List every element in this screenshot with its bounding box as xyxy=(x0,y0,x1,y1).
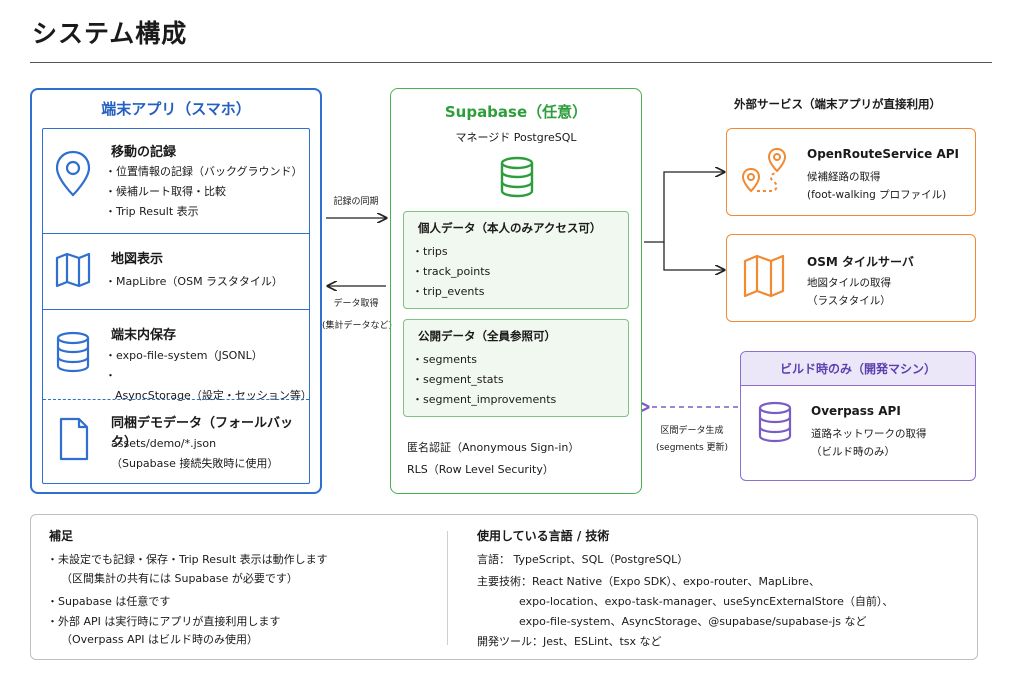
fetch-arrow-sublabel: (集計データなど) xyxy=(322,321,393,331)
database-icon xyxy=(500,156,534,198)
personal-data-heading: 個人データ（本人のみアクセス可） xyxy=(418,221,602,235)
list-item: AsyncStorage（設定・セッション等） xyxy=(115,366,312,406)
supabase-subtitle: マネージド PostgreSQL xyxy=(455,131,577,144)
osm-tile-server-box: OSM タイルサーバ 地図タイルの取得 （ラスタタイル） xyxy=(726,234,976,322)
build-arrow-label: 区間データ生成 xyxy=(660,426,724,436)
notes-panel: 補足 ・未設定でも記録・保存・Trip Result 表示は動作します （区間集… xyxy=(30,514,978,660)
section-heading: 端末内保存 xyxy=(111,328,177,343)
tech-main: 主要技術：React Native（Expo SDK）、expo-router、… xyxy=(477,575,820,588)
build-time-panel: ビルド時のみ（開発マシン） Overpass API 道路ネットワークの取得 （… xyxy=(740,351,976,481)
notes-title: 補足 xyxy=(49,529,74,543)
service-desc: (foot-walking プロファイル) xyxy=(807,189,947,201)
notes-divider xyxy=(447,531,448,645)
tech-main: expo-file-system、AsyncStorage、@supabase/… xyxy=(519,615,867,628)
title-divider xyxy=(30,62,992,63)
demo-path: assets/demo/*.json xyxy=(111,437,217,450)
map-icon xyxy=(743,254,785,298)
file-icon xyxy=(59,417,89,461)
database-icon xyxy=(56,331,90,373)
overpass-name: Overpass API xyxy=(811,404,901,418)
external-services-title: 外部サービス（端末アプリが直接利用） xyxy=(734,97,941,111)
section-storage: 端末内保存 expo-file-system（JSONL） AsyncStora… xyxy=(43,310,312,402)
list-item: track_points xyxy=(422,262,490,282)
device-app-sections: 移動の記録 位置情報の記録（バックグラウンド） 候補ルート取得・比較 Trip … xyxy=(42,128,312,484)
build-time-title: ビルド時のみ（開発マシン） xyxy=(741,352,975,386)
list-item: trips xyxy=(422,242,490,262)
public-data-list: segments segment_stats segment_improveme… xyxy=(422,350,556,410)
section-divider xyxy=(43,309,309,310)
map-icon xyxy=(55,252,91,288)
section-map: 地図表示 MapLibre（OSM ラスタタイル） xyxy=(43,234,309,308)
device-app-panel: 端末アプリ（スマホ） 移動の記録 位置情報の記録（バックグラウンド） 候補ルート… xyxy=(30,88,322,494)
list-item: segments xyxy=(422,350,556,370)
section-divider xyxy=(43,233,309,234)
page-title: システム構成 xyxy=(32,19,188,48)
rls-text: RLS（Row Level Security） xyxy=(407,463,554,476)
supabase-title: Supabase（任意） xyxy=(444,103,588,121)
sync-arrow-label: 記録の同期 xyxy=(333,197,379,207)
build-arrow-sublabel: (segments 更新) xyxy=(655,443,729,453)
service-desc: 候補経路の取得 xyxy=(807,171,881,183)
section-heading: 移動の記録 xyxy=(111,145,177,160)
overpass-desc: （ビルド時のみ） xyxy=(811,446,895,458)
build-arrow xyxy=(642,398,738,418)
service-name: OpenRouteService API xyxy=(807,147,959,161)
service-desc: （ラスタタイル） xyxy=(807,295,891,307)
location-pin-icon xyxy=(55,150,91,197)
anonymous-auth-text: 匿名認証（Anonymous Sign-in） xyxy=(407,441,580,454)
section-list: MapLibre（OSM ラスタタイル） xyxy=(115,272,283,292)
section-heading: 地図表示 xyxy=(111,252,164,267)
list-item: 位置情報の記録（バックグラウンド） xyxy=(115,162,303,182)
section-divider xyxy=(43,399,309,400)
service-desc: 地図タイルの取得 xyxy=(807,277,891,289)
section-list: 位置情報の記録（バックグラウンド） 候補ルート取得・比較 Trip Result… xyxy=(115,162,303,222)
section-list: expo-file-system（JSONL） AsyncStorage（設定・… xyxy=(115,346,312,406)
tech-main: expo-location、expo-task-manager、useSyncE… xyxy=(519,595,894,608)
personal-data-list: trips track_points trip_events xyxy=(422,242,490,302)
route-icon xyxy=(741,147,787,193)
note-line: （Overpass API はビルド時のみ使用） xyxy=(61,633,259,646)
device-app-title: 端末アプリ（スマホ） xyxy=(101,100,251,118)
app-supabase-arrows xyxy=(326,200,390,300)
section-heading: 同梱デモデータ（フォールバック） xyxy=(111,416,294,450)
list-item: segment_stats xyxy=(422,370,556,390)
tech-title: 使用している言語 / 技術 xyxy=(477,529,610,543)
overpass-desc: 道路ネットワークの取得 xyxy=(811,428,927,440)
list-item: MapLibre（OSM ラスタタイル） xyxy=(115,272,283,292)
supabase-panel: Supabase（任意） マネージド PostgreSQL 個人データ（本人のみ… xyxy=(390,88,642,494)
note-line: （区間集計の共有には Supabase が必要です） xyxy=(61,572,298,585)
external-arrows xyxy=(644,160,732,280)
list-item: expo-file-system（JSONL） xyxy=(115,346,309,366)
tech-tools: 開発ツール：Jest、ESLint、tsx など xyxy=(477,635,662,648)
list-item: trip_events xyxy=(422,282,490,302)
note-line: ・外部 API は実行時にアプリが直接利用します xyxy=(47,615,281,628)
public-data-heading: 公開データ（全員参照可） xyxy=(418,329,556,343)
section-recording: 移動の記録 位置情報の記録（バックグラウンド） 候補ルート取得・比較 Trip … xyxy=(43,129,309,231)
list-item: Trip Result 表示 xyxy=(115,202,303,222)
note-line: ・未設定でも記録・保存・Trip Result 表示は動作します xyxy=(47,553,328,566)
list-item: 候補ルート取得・比較 xyxy=(115,182,303,202)
fetch-arrow-label: データ取得 xyxy=(333,299,379,309)
tech-language: 言語： TypeScript、SQL（PostgreSQL） xyxy=(477,553,689,566)
database-icon xyxy=(758,401,792,443)
list-item: segment_improvements xyxy=(422,390,556,410)
openrouteservice-box: OpenRouteService API 候補経路の取得 (foot-walki… xyxy=(726,128,976,216)
section-demo-data: 同梱デモデータ（フォールバック） assets/demo/*.json （Sup… xyxy=(43,400,309,484)
personal-data-box: 個人データ（本人のみアクセス可） trips track_points trip… xyxy=(403,211,629,309)
note-line: ・Supabase は任意です xyxy=(47,595,171,608)
public-data-box: 公開データ（全員参照可） segments segment_stats segm… xyxy=(403,319,629,417)
service-name: OSM タイルサーバ xyxy=(807,255,914,269)
demo-note: （Supabase 接続失敗時に使用） xyxy=(111,457,279,470)
